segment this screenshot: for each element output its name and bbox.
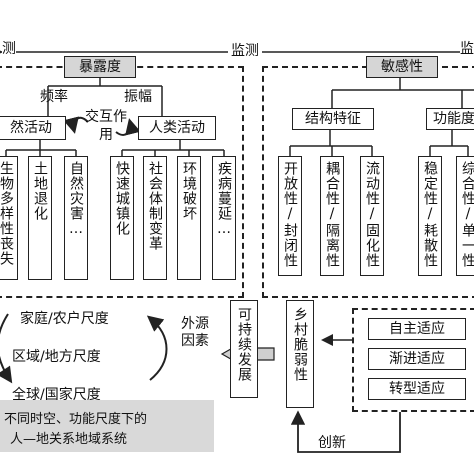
frequency-label: 频率 [40,89,68,105]
human-item-institution: 社会体制变革 [143,156,167,280]
scale-household: 家庭/农户尺度 [20,311,109,327]
top-right-fragment: 监 [460,38,474,58]
structural-item-coupled: 耦合性/隔离性 [320,156,344,276]
human-activity-box: 人类活动 [138,116,216,140]
structural-item-open: 开放性/封闭性 [278,156,302,276]
innovation-label: 创新 [318,435,346,451]
functional-item-integrated: 综合性/单一性 [456,156,474,276]
natural-item-disaster: 自然灾害… [64,156,88,280]
sustainable-development-box: 可持续发展 [230,300,258,398]
functional-item-stable: 稳定性/耗散性 [418,156,442,276]
natural-activity-box: 然活动 [0,116,66,140]
interaction-label: 交互作用 [85,109,127,143]
sensitivity-title: 敏感性 [366,56,438,78]
adaptation-transformational: 转型适应 [368,378,466,400]
human-item-environment: 环境破坏 [177,156,201,280]
top-left-fragment: 测 [2,38,16,58]
monitor-label: 监测 [228,40,262,60]
adaptation-incremental: 渐进适应 [368,348,466,370]
adaptation-region [352,308,474,412]
functional-box: 功能度 [426,108,474,130]
system-note-line1: 不同时空、功能尺度下的 [4,412,148,427]
amplitude-label: 振幅 [124,89,152,105]
system-note-panel: 不同时空、功能尺度下的 人—地关系地域系统 [0,400,214,452]
natural-item-land-degradation: 土地退化 [28,156,52,280]
human-item-urbanization: 快速城镇化 [110,156,134,280]
rural-vulnerability-box: 乡村脆弱性 [286,300,314,408]
structural-box: 结构特征 [292,108,374,130]
adaptation-autonomous: 自主适应 [368,318,466,340]
exposure-title: 暴露度 [64,56,136,78]
system-note-line2: 人—地关系地域系统 [10,432,128,447]
natural-item-biodiversity: 生物多样性丧失 [0,156,18,280]
scale-regional: 区域/地方尺度 [12,349,101,365]
structural-item-flow: 流动性/固化性 [360,156,384,276]
human-item-disease: 疾病蔓延… [212,156,236,280]
scale-global: 全球/国家尺度 [12,387,101,403]
external-factor-label: 外源因素 [181,316,209,349]
